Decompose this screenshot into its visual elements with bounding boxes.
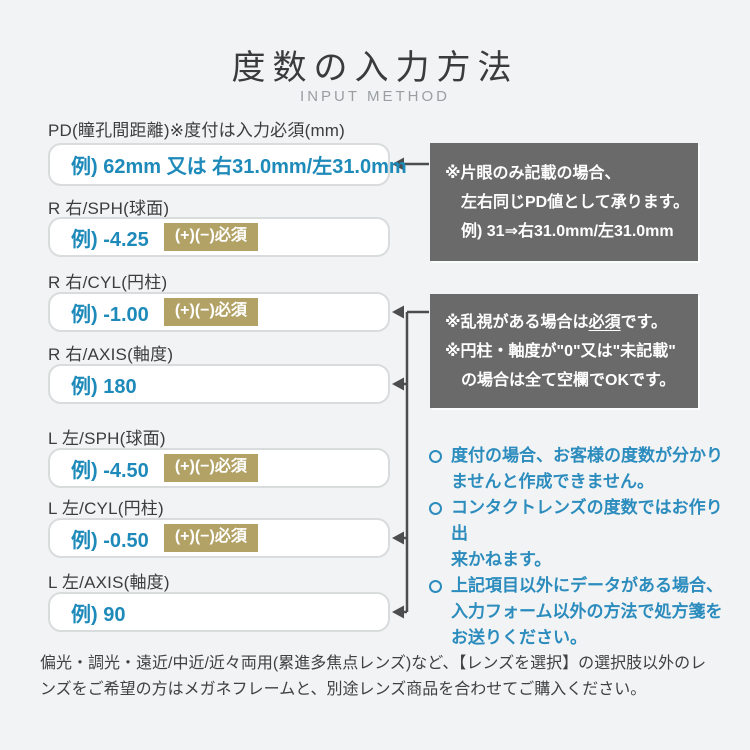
example-input-l-axis: 例) 90: [48, 592, 390, 632]
example-input-r-sph: 例) -4.25 (+)(−)必須: [48, 217, 390, 257]
note-box-cyl-axis: ※乱視がある場合は必須です。 ※円柱・軸度が"0"又は"未記載" の場合は全て空…: [430, 294, 698, 408]
example-value: 例) 62mm 又は 右31.0mm/左31.0mm: [71, 156, 407, 178]
field-label-l-sph: L 左/SPH(球面): [48, 429, 166, 448]
bullet-text: 上記項目以外にデータがある場合、 入力フォーム以外の方法で処方箋を お送りくださ…: [451, 576, 723, 647]
bullet-list: 度付の場合、お客様の度数が分かり ませんと作成できません。 コンタクトレンズの度…: [429, 443, 725, 651]
note-line: の場合は全て空欄でOKです。: [461, 372, 676, 389]
note-text: です。: [620, 314, 667, 331]
arrowhead-icon: [392, 305, 404, 319]
example-input-r-axis: 例) 180: [48, 364, 390, 404]
arrowhead-icon: [392, 605, 404, 619]
example-value: 例) 180: [71, 375, 137, 398]
circle-bullet-icon: [429, 502, 442, 515]
note-line: 左右同じPD値として承ります。: [461, 194, 690, 211]
example-input-pd: 例) 62mm 又は 右31.0mm/左31.0mm: [48, 143, 407, 186]
example-input-l-sph: 例) -4.50 (+)(−)必須: [48, 448, 390, 488]
circle-bullet-icon: [429, 580, 442, 593]
field-label-r-cyl: R 右/CYL(円柱): [48, 273, 168, 292]
example-value: 例) -4.50: [71, 459, 149, 482]
example-value: 例) 90: [71, 603, 126, 626]
arrowhead-icon: [392, 531, 404, 545]
required-sign-badge: (+)(−)必須: [163, 223, 258, 251]
required-sign-badge: (+)(−)必須: [163, 454, 258, 482]
note-line: ※片眼のみ記載の場合、: [445, 165, 621, 182]
arrowhead-icon: [392, 377, 404, 391]
page-title: 度数の入力方法: [231, 49, 519, 87]
field-label-r-axis: R 右/AXIS(軸度): [48, 345, 174, 364]
bullet-item: 上記項目以外にデータがある場合、 入力フォーム以外の方法で処方箋を お送りくださ…: [429, 573, 725, 651]
note-line: 例) 31⇒右31.0mm/左31.0mm: [461, 223, 674, 240]
field-label-l-cyl: L 左/CYL(円柱): [48, 499, 164, 518]
footer-note: 偏光・調光・遠近/中近/近々両用(累進多焦点レンズ)など、【レンズを選択】の選択…: [40, 655, 707, 698]
note-line: ※乱視がある場合は必須です。: [445, 308, 692, 337]
example-input-l-cyl: 例) -0.50 (+)(−)必須: [48, 518, 390, 558]
example-value: 例) -4.25: [71, 228, 149, 251]
note-line: ※円柱・軸度が"0"又は"未記載": [445, 343, 676, 360]
page-subtitle: INPUT METHOD: [300, 88, 450, 105]
note-text-underlined: 必須: [588, 314, 621, 331]
example-value: 例) -1.00: [71, 303, 149, 326]
example-value: 例) -0.50: [71, 529, 149, 552]
bullet-item: 度付の場合、お客様の度数が分かり ませんと作成できません。: [429, 443, 725, 495]
required-sign-badge: (+)(−)必須: [163, 298, 258, 326]
field-label-r-sph: R 右/SPH(球面): [48, 199, 170, 218]
bullet-item: コンタクトレンズの度数ではお作り出 来かねます。: [429, 495, 725, 573]
bullet-text: コンタクトレンズの度数ではお作り出 来かねます。: [451, 498, 723, 569]
note-text: ※乱視がある場合は: [445, 314, 589, 331]
circle-bullet-icon: [429, 450, 442, 463]
note-box-pd: ※片眼のみ記載の場合、 左右同じPD値として承ります。 例) 31⇒右31.0m…: [430, 143, 698, 261]
required-sign-badge: (+)(−)必須: [163, 524, 258, 552]
bullet-text: 度付の場合、お客様の度数が分かり ませんと作成できません。: [451, 446, 723, 491]
example-input-r-cyl: 例) -1.00 (+)(−)必須: [48, 292, 390, 332]
field-label-pd: PD(瞳孔間距離)※度付は入力必須(mm): [48, 121, 346, 140]
field-label-l-axis: L 左/AXIS(軸度): [48, 573, 170, 592]
